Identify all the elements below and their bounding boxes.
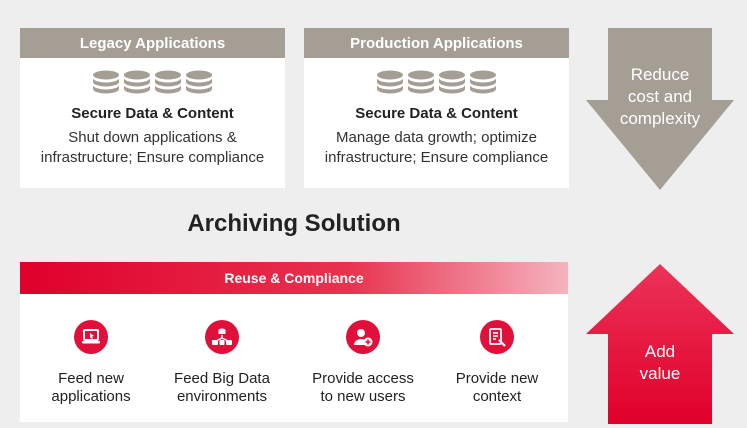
database-icon	[408, 70, 434, 94]
reuse-compliance-panel: Reuse & Compliance Feed new applications…	[20, 262, 568, 422]
document-edit-icon	[480, 320, 514, 354]
reduce-line3: complexity	[619, 109, 701, 128]
production-desc-line1: Manage data growth; optimize	[336, 129, 537, 146]
reuse-compliance-header: Reuse & Compliance	[20, 262, 568, 294]
reduce-cost-label: Reduce cost and complexity	[606, 64, 714, 130]
feature-label-line2: environments	[176, 388, 268, 405]
feature-feed-big-data: Feed Big Data environments	[157, 320, 287, 406]
database-icon	[186, 70, 212, 94]
feature-label-line1: Provide new	[455, 370, 539, 387]
database-icon	[124, 70, 150, 94]
production-desc-line2: infrastructure; Ensure compliance	[324, 149, 549, 166]
database-icon	[93, 70, 119, 94]
database-icon	[439, 70, 465, 94]
legacy-applications-card: Legacy Applications Secure Data & Conten…	[20, 28, 285, 188]
feature-label-line2: applications	[51, 388, 131, 405]
user-add-icon	[346, 320, 380, 354]
reduce-line1: Reduce	[630, 65, 690, 84]
reduce-cost-arrow	[586, 28, 734, 190]
legacy-desc-line1: Shut down applications &	[68, 129, 237, 146]
database-icon	[155, 70, 181, 94]
add-line2: value	[639, 364, 681, 383]
production-applications-card: Production Applications Secure Data & Co…	[304, 28, 569, 188]
production-database-icons	[304, 70, 569, 97]
add-value-label: Add value	[606, 341, 714, 385]
legacy-subtitle: Secure Data & Content	[71, 105, 234, 122]
feature-feed-new-applications: Feed new applications	[26, 320, 156, 406]
legacy-description: Shut down applications & infrastructure;…	[20, 128, 285, 168]
production-subtitle: Secure Data & Content	[355, 105, 518, 122]
legacy-database-icons	[20, 70, 285, 97]
production-applications-header: Production Applications	[304, 28, 569, 58]
feature-label-line2: to new users	[320, 388, 406, 405]
reduce-line2: cost and	[627, 87, 693, 106]
feature-label-line2: context	[472, 388, 522, 405]
archiving-solution-title: Archiving Solution	[187, 210, 401, 237]
database-icon	[377, 70, 403, 94]
add-line1: Add	[644, 342, 676, 361]
add-value-arrow	[586, 264, 734, 424]
feature-provide-access: Provide access to new users	[298, 320, 428, 406]
feature-label: Provide new context	[432, 370, 562, 406]
laptop-icon	[74, 320, 108, 354]
feature-label-line1: Feed Big Data	[174, 370, 270, 387]
legacy-applications-header: Legacy Applications	[20, 28, 285, 58]
feature-label-line1: Provide access	[312, 370, 414, 387]
database-icon	[470, 70, 496, 94]
feature-label: Feed new applications	[26, 370, 156, 406]
feature-label-line1: Feed new	[58, 370, 124, 387]
production-description: Manage data growth; optimize infrastruct…	[304, 128, 569, 168]
feature-label: Feed Big Data environments	[157, 370, 287, 406]
database-network-icon	[205, 320, 239, 354]
feature-label: Provide access to new users	[298, 370, 428, 406]
feature-provide-context: Provide new context	[432, 320, 562, 406]
legacy-desc-line2: infrastructure; Ensure compliance	[40, 149, 265, 166]
